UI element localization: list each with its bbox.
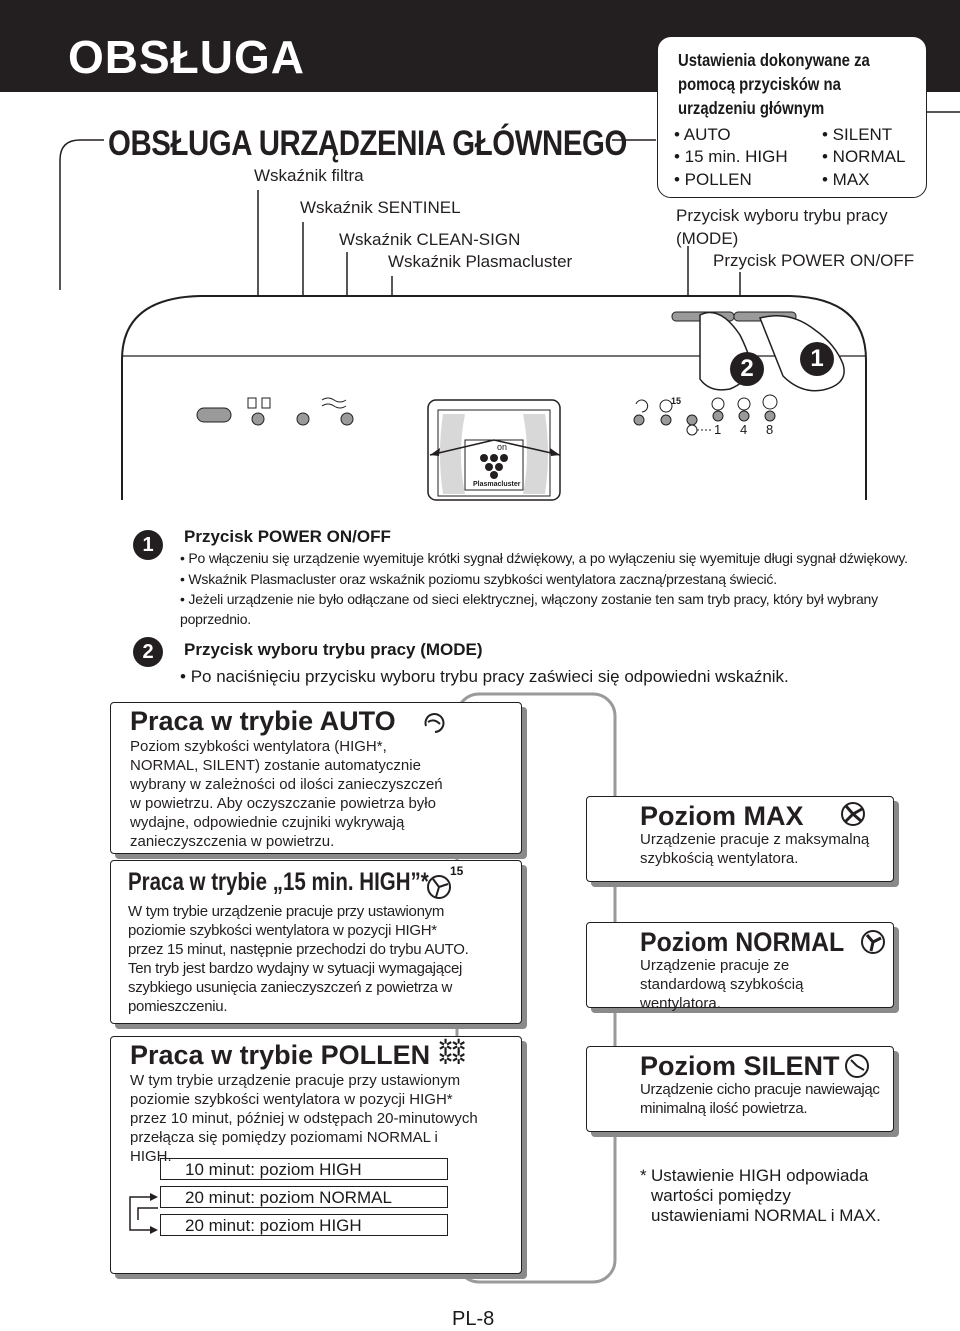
pollen-mode-title: Praca w trybie POLLEN xyxy=(130,1040,431,1070)
item-2-title: Przycisk wyboru trybu pracy (MODE) xyxy=(184,640,483,659)
auto-mode-text: Poziom szybkości wentylatora (HIGH*, NOR… xyxy=(130,738,443,850)
setting-15min-high: • 15 min. HIGH xyxy=(674,147,788,166)
auto-icon xyxy=(424,713,445,733)
setting-max: • MAX xyxy=(822,170,870,189)
label-clean-sign-indicator: Wskaźnik CLEAN-SIGN xyxy=(339,230,521,249)
pollen-row-2: 20 minut: poziom NORMAL xyxy=(160,1186,448,1208)
pollen-mode-box xyxy=(110,1036,522,1274)
label-sentinel-indicator: Wskaźnik SENTINEL xyxy=(300,198,461,217)
max-level-title: Poziom MAX xyxy=(640,801,804,831)
callout-1-badge: 1 xyxy=(800,342,834,376)
on-label: on xyxy=(497,442,508,452)
page-title: OBSŁUGA xyxy=(68,31,305,83)
high15-mode-title: Praca w trybie „15 min. HIGH”* xyxy=(128,868,429,896)
high15-mode-box xyxy=(110,860,522,1024)
pollen-icon: ✲✲✲✲ xyxy=(438,1036,466,1068)
item-1-bullet-2: • Wskaźnik Plasmacluster oraz wskaźnik p… xyxy=(180,571,777,587)
settings-box xyxy=(657,36,927,198)
pollen-loop-arrows xyxy=(129,1193,158,1234)
speed-4-label: 4 xyxy=(740,422,748,437)
pollen-mode-text: W tym trybie urządzenie pracuje przy ust… xyxy=(130,1072,478,1165)
normal-fan-icon xyxy=(861,930,885,954)
pollen-row-1: 10 minut: poziom HIGH xyxy=(160,1158,448,1180)
normal-level-box xyxy=(586,922,894,1008)
timer-15-label: 15 xyxy=(671,396,682,406)
setting-pollen: • POLLEN xyxy=(674,170,752,189)
item-2-badge: 2 xyxy=(133,637,163,667)
plasmacluster-label: Plasmacluster xyxy=(473,481,521,488)
label-filter-indicator: Wskaźnik filtra xyxy=(254,166,364,185)
label-power-button: Przycisk POWER ON/OFF xyxy=(713,251,915,270)
item-1-badge: 1 xyxy=(133,530,163,560)
section-bracket xyxy=(59,111,960,290)
auto-mode-title: Praca w trybie AUTO xyxy=(130,706,396,736)
item-1-title: Przycisk POWER ON/OFF xyxy=(184,527,391,546)
setting-silent: • SILENT xyxy=(822,125,893,144)
normal-level-text: Urządzenie pracuje ze standardową szybko… xyxy=(640,957,804,1012)
device-illustration xyxy=(121,190,867,504)
section-title: OBSŁUGA URZĄDZENIA GŁÓWNEGO xyxy=(108,124,627,163)
label-mode-button: Przycisk wyboru trybu pracy (MODE) xyxy=(676,206,888,248)
settings-title: Ustawienia dokonywane za pomocą przycisk… xyxy=(678,50,870,118)
max-level-text: Urządzenie pracuje z maksymalną szybkośc… xyxy=(640,831,870,867)
item-2-bullet: • Po naciśnięciu przycisku wyboru trybu … xyxy=(180,667,789,686)
footnote-text: Ustawienie HIGH odpowiada wartości pomię… xyxy=(651,1166,881,1225)
high15-superscript: 15 xyxy=(450,864,464,878)
label-plasmacluster-indicator: Wskaźnik Plasmacluster xyxy=(388,252,573,271)
max-fan-icon xyxy=(841,802,865,826)
silent-level-box xyxy=(586,1046,894,1132)
page-number: PL-8 xyxy=(452,1308,495,1330)
silent-fan-icon xyxy=(845,1054,869,1078)
item-1-bullet-3: • Jeżeli urządzenie nie było odłączane o… xyxy=(180,591,878,627)
setting-auto: • AUTO xyxy=(674,125,731,144)
callout-2-badge: 2 xyxy=(730,352,764,386)
speed-1-label: 1 xyxy=(714,422,722,437)
normal-level-title: Poziom NORMAL xyxy=(640,927,845,957)
pollen-row-3: 20 minut: poziom HIGH xyxy=(160,1214,448,1236)
high15-mode-text: W tym trybie urządzenie pracuje przy ust… xyxy=(128,903,469,1015)
footnote-marker: * xyxy=(640,1166,647,1185)
silent-level-text: Urządzenie cicho pracuje nawiewając mini… xyxy=(640,1081,880,1117)
item-1-bullet-1: • Po włączeniu się urządzenie wyemituje … xyxy=(180,550,908,566)
auto-mode-box xyxy=(110,702,522,854)
silent-level-title: Poziom SILENT xyxy=(640,1051,840,1081)
setting-normal: • NORMAL xyxy=(822,147,906,166)
high15-icon xyxy=(427,875,451,899)
speed-8-label: 8 xyxy=(766,422,774,437)
